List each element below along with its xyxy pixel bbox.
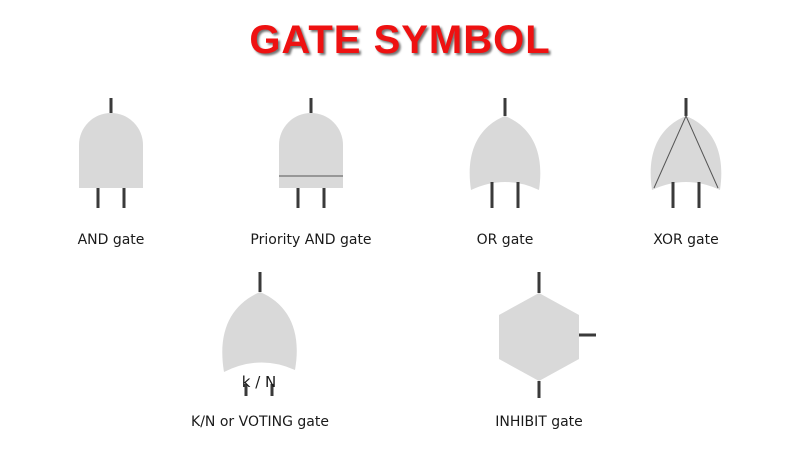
- and-gate-label: AND gate: [78, 232, 145, 248]
- inhibit-gate-symbol: INHIBIT gate: [495, 272, 596, 430]
- priority-and-gate-body: [279, 113, 343, 188]
- xor-gate-label: XOR gate: [653, 232, 718, 248]
- voting-gate-label: K/N or VOTING gate: [191, 414, 329, 430]
- inhibit-gate-label: INHIBIT gate: [495, 414, 583, 430]
- and-gate-symbol: AND gate: [78, 98, 145, 248]
- priority-and-gate-label: Priority AND gate: [250, 232, 371, 248]
- voting-gate-kn-label: k / N: [242, 373, 277, 391]
- voting-gate-body: [222, 292, 297, 372]
- or-gate-symbol: OR gate: [469, 98, 541, 248]
- or-gate-body: [469, 116, 541, 190]
- inhibit-gate-body: [499, 293, 579, 381]
- xor-gate-body: [650, 116, 722, 190]
- xor-inner-lines: [653, 114, 719, 189]
- or-gate-label: OR gate: [477, 232, 534, 248]
- page-title: GATE SYMBOL: [249, 18, 551, 62]
- priority-and-gate-symbol: Priority AND gate: [250, 98, 372, 248]
- and-gate-body: [79, 113, 143, 188]
- xor-gate-symbol: XOR gate: [650, 98, 722, 248]
- voting-gate-symbol: k / N K/N or VOTING gate: [191, 272, 329, 430]
